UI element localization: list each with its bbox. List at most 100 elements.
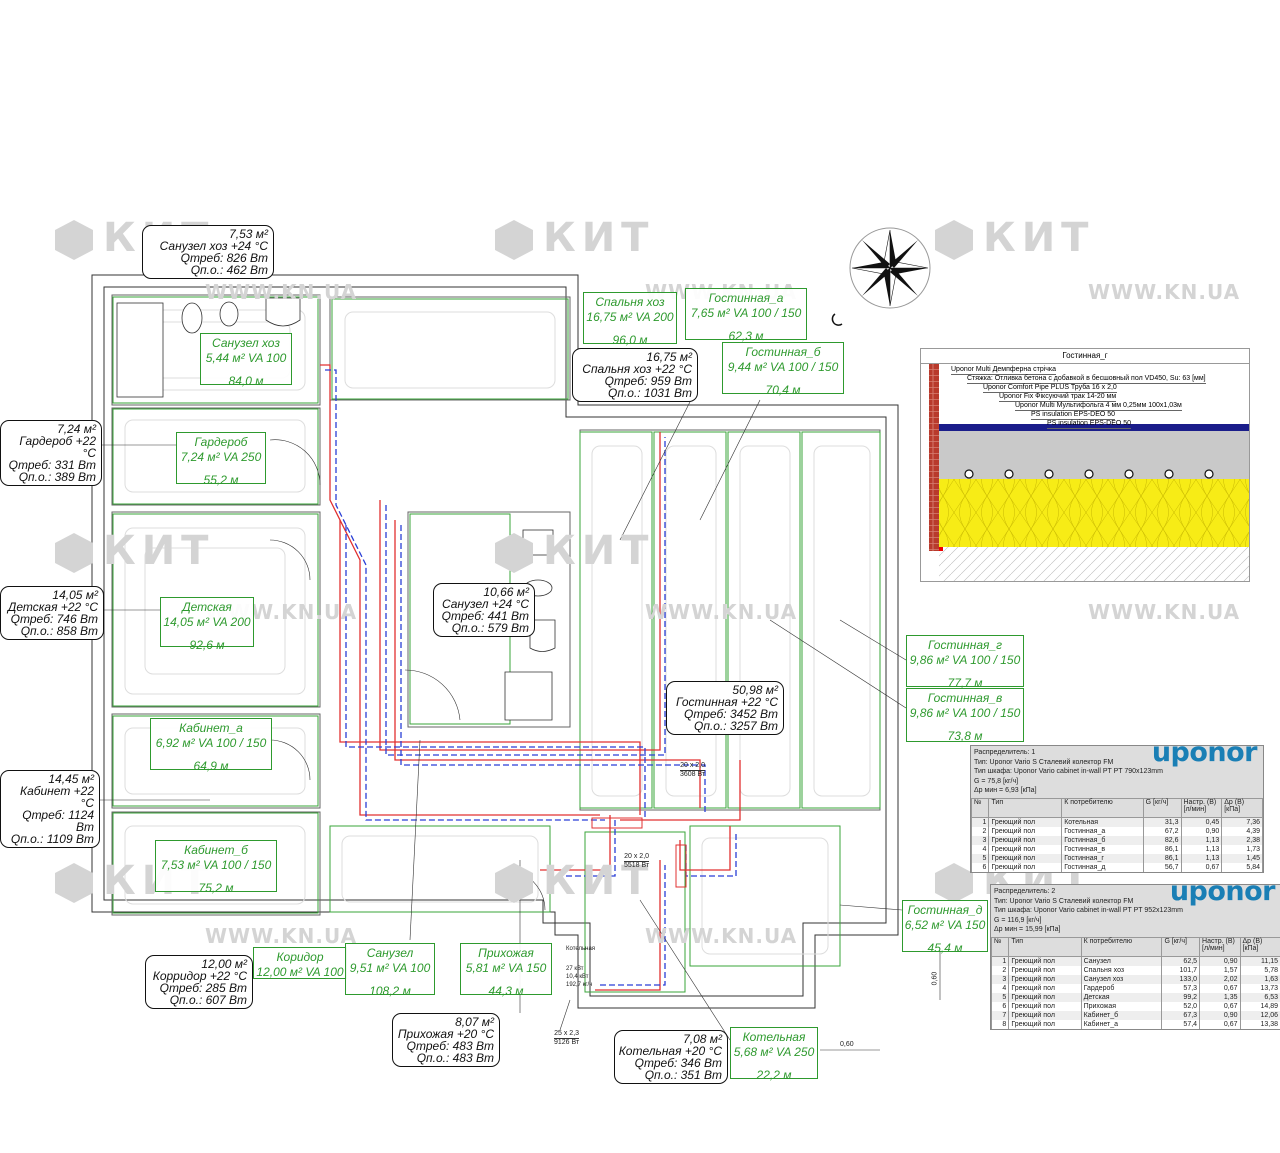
table-cell: 67,2 (1142, 826, 1182, 836)
distributor-header-line: Тип: Uponor Vario S Сталевий колектор FM (994, 897, 1134, 905)
room-area-valve: 12,00 м² VA 100 (256, 965, 344, 979)
column-header: Δр (В) [кПа] (1239, 936, 1280, 957)
table-cell: Котельная (1061, 817, 1144, 827)
room-name: Гостинная_д (907, 903, 983, 917)
column-header: Тип (988, 797, 1063, 818)
callout-area: 7,24 м² (57, 422, 96, 436)
callout-area: 7,08 м² (683, 1032, 722, 1046)
distributor-header-line: Тип: Uponor Vario S Сталевий колектор FM (974, 758, 1114, 766)
section-layer-label: PS insulation EPS-DEO 50 (1031, 411, 1116, 420)
table-cell: 1,35 (1199, 992, 1241, 1002)
callout-name-temp: Кабинет +22 °C (20, 784, 94, 810)
table-cell: Греющий пол (1008, 1010, 1082, 1020)
table-cell: 62,5 (1161, 956, 1201, 966)
floor-section-detail: Гостинная_г Uponor Multi Демпферна стріч… (920, 348, 1250, 582)
boiler-power: 27 кВт (566, 966, 584, 972)
distributor-header-line: G = 116,9 [кг/ч] (994, 916, 1042, 924)
callout-area: 8,07 м² (455, 1015, 494, 1029)
uponor-logo: uponor (1169, 876, 1276, 907)
sanitary-fixtures (116, 297, 556, 721)
table-cell: 1,45 (1221, 853, 1263, 863)
callout-area: 16,75 м² (646, 350, 692, 364)
table-cell: 0,67 (1199, 983, 1241, 993)
column-header: G [кг/ч] (1142, 797, 1182, 818)
table-cell: 1,73 (1221, 844, 1263, 854)
table-cell: 0,90 (1180, 826, 1223, 836)
supply-pipes (320, 364, 741, 991)
loop-length: 64,9 м (193, 759, 229, 773)
table-cell: 3 (990, 974, 1010, 984)
table-cell: Греющий пол (1008, 1001, 1082, 1011)
table-cell: Гостинная_г (1061, 853, 1144, 863)
room-name: Гостинная_б (745, 345, 821, 359)
table-cell: 5 (970, 853, 990, 863)
loop-length: 75,2 м (198, 881, 234, 895)
loop-length: 55,2 м (203, 473, 239, 487)
room-name: Кабинет_а (179, 721, 243, 735)
table-cell: 4,39 (1221, 826, 1263, 836)
pipe-note-3: 25 x 2,3 9126 Вт (554, 1030, 580, 1047)
loop-length: 84,0 м (228, 374, 264, 388)
room-area-valve: 7,24 м² VA 250 (180, 450, 262, 464)
table-cell: 1,63 (1239, 974, 1280, 984)
table-cell: 86,1 (1142, 853, 1182, 863)
table-cell: 52,0 (1161, 1001, 1201, 1011)
floor-loop-patterns (124, 309, 871, 955)
column-header: Настр. (В) [л/мин] (1199, 936, 1241, 957)
loop-length: 92,6 м (189, 638, 225, 652)
pipe-note-2: 20 x 2,0 5518 Вт (624, 853, 650, 870)
callout-q-req: Qтреб: 483 Вт (406, 1039, 494, 1053)
section-layer-label: Uponor Multi Мультифольга 4 мм 0,25мм 10… (1015, 402, 1182, 411)
callout-q-loss: Qп.о.: 462 Вт (190, 263, 268, 277)
section-layer-label: Uponor Comfort Pipe PLUS Труба 16 x 2,0 (983, 384, 1117, 393)
section-layers-drawing (929, 364, 1249, 581)
callout-q-req: Qтреб: 746 Вт (10, 612, 98, 626)
table-cell: Греющий пол (1008, 956, 1082, 966)
callout-area: 7,53 м² (229, 227, 268, 241)
table-cell: 56,7 (1142, 862, 1182, 872)
table-cell: 1,13 (1180, 844, 1223, 854)
table-cell: Греющий пол (1008, 974, 1082, 984)
table-cell: Греющий пол (1008, 992, 1082, 1002)
callout-area: 14,45 м² (48, 772, 94, 786)
callout-area: 10,66 м² (483, 585, 529, 599)
compass-icon (831, 227, 931, 326)
room-area-valve: 5,68 м² VA 250 (733, 1045, 815, 1059)
table-cell: 57,3 (1161, 983, 1201, 993)
callout-q-req: Qтреб: 441 Вт (441, 609, 529, 623)
room-area-valve: 5,44 м² VA 100 (205, 351, 287, 365)
callout-q-loss: Qп.о.: 3257 Вт (694, 719, 778, 733)
table-cell: 82,6 (1142, 835, 1182, 845)
table-cell: 1 (990, 956, 1010, 966)
table-cell: 6,53 (1239, 992, 1280, 1002)
table-cell: 4 (970, 844, 990, 854)
table-cell: Греющий пол (1008, 1019, 1082, 1029)
table-cell: 12,06 (1239, 1010, 1280, 1020)
table-cell: 0,90 (1199, 956, 1241, 966)
callout-name-temp: Санузел +24 °C (441, 597, 529, 611)
boiler-title: Котельная (566, 946, 596, 952)
callout-q-req: Qтреб: 1124 Вт (22, 808, 94, 834)
pipe-size: 20 x 2,0 (680, 762, 706, 771)
distributor-header-line: Распределитель: 1 (974, 749, 1036, 756)
table-cell: 101,7 (1161, 965, 1201, 975)
table-cell: 0,67 (1199, 1019, 1241, 1029)
table-cell: Гостинная_в (1061, 844, 1144, 854)
table-cell: Греющий пол (988, 835, 1063, 845)
column-header: № (990, 936, 1010, 957)
table-cell: Гостинная_а (1061, 826, 1144, 836)
